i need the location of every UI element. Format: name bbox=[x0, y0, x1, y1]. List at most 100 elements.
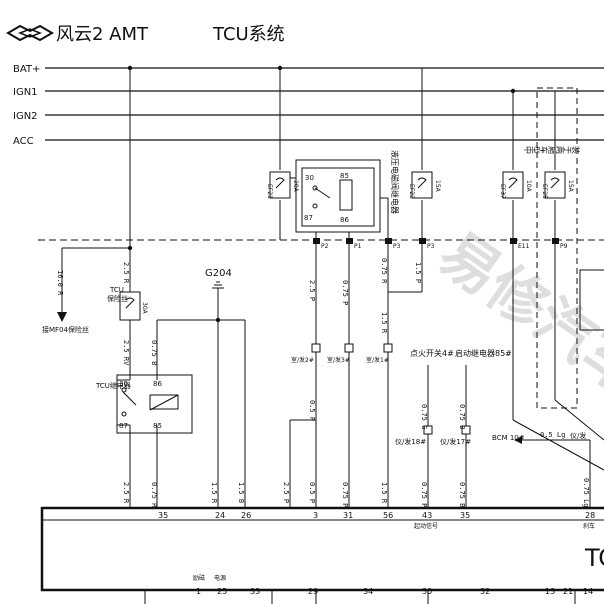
pin-p3b: P3 bbox=[427, 243, 435, 250]
label-start-relay: 启动继电器85# bbox=[455, 348, 512, 358]
fuse-ef22-rating: 15A bbox=[434, 180, 441, 193]
label-inst-a: 仪/发18# bbox=[395, 437, 426, 446]
fuse-ef25-rating: 15A bbox=[567, 180, 574, 193]
wire-code-16: 0.75 R bbox=[150, 482, 158, 508]
wire-code-7: 0.75 R bbox=[380, 258, 388, 284]
wire-code-17: 0.75 Lg bbox=[582, 478, 590, 508]
wire-code-14: 1.5 R bbox=[210, 482, 218, 504]
relay-hyd-pin-30: 30 bbox=[305, 174, 314, 182]
pin-bot-8: 13 bbox=[545, 587, 555, 596]
pin-top-8: 35 bbox=[460, 511, 470, 520]
pin-bot-6: 30 bbox=[422, 587, 432, 596]
fuse-ef21-name: EF21 bbox=[266, 184, 273, 199]
pin-bot-7: 32 bbox=[480, 587, 490, 596]
power-rails bbox=[45, 67, 604, 141]
fuse-box-pins bbox=[313, 238, 559, 244]
optional-equipment-box bbox=[536, 87, 578, 409]
conn-small-b: 电源 bbox=[214, 574, 226, 582]
wire-code-22: 1.5 R bbox=[380, 482, 388, 504]
fuse-ef37 bbox=[502, 171, 524, 199]
label-bcm: BCM 10# bbox=[492, 434, 525, 442]
pin-top-6: 56 bbox=[383, 511, 393, 520]
wire-code-15: 1.5 B bbox=[237, 482, 245, 503]
connector-label-c: 室/发1# bbox=[366, 356, 389, 364]
pin-bot-9: 21 bbox=[563, 587, 573, 596]
relay-tcu-pin-85: 85 bbox=[153, 422, 162, 430]
pin-bot-5: 34 bbox=[363, 587, 373, 596]
fuse-ef37-name: EF37 bbox=[499, 184, 506, 199]
header: 风云2 AMT TCU系统 bbox=[6, 24, 285, 45]
relay-tcu-pin-86: 86 bbox=[153, 380, 162, 388]
rail-label-acc: ACC bbox=[13, 136, 34, 147]
pin-top-1: 35 bbox=[158, 511, 168, 520]
pin-p1: P1 bbox=[354, 243, 362, 250]
wire-codes: 16.0 R 2.5 R 2.5 RV 0.75 B 2.5 P 0.75 P … bbox=[56, 258, 590, 508]
rail-label-ign2: IGN2 bbox=[13, 111, 38, 122]
pin-top-3: 26 bbox=[241, 511, 251, 520]
connector-label-a: 室/发2# bbox=[291, 356, 314, 364]
relay-tcu-pin-30: 30 bbox=[119, 380, 128, 388]
relay-hyd-pin-87: 87 bbox=[304, 214, 313, 222]
wire-code-20: 0.5 P bbox=[308, 482, 316, 503]
pin-bot-2: 25 bbox=[217, 587, 227, 596]
side-note: 装于两厢车型中 bbox=[523, 146, 581, 155]
connector-pins-top: 35 24 26 3 31 56 43 35 28 bbox=[158, 511, 595, 520]
wire-code-6: 0.75 P bbox=[341, 280, 349, 305]
fuse-ef37-rating: 10A bbox=[525, 180, 532, 193]
pin-p3a: P3 bbox=[393, 243, 401, 250]
fuse-ef22-name: EF22 bbox=[408, 184, 415, 199]
header-system: TCU系统 bbox=[212, 24, 285, 45]
pin-bot-4: 29 bbox=[308, 587, 318, 596]
relay-hyd-pin-86: 86 bbox=[340, 216, 349, 224]
label-ign-switch: 点火开关4# bbox=[410, 348, 454, 358]
wire-code-2: 2.5 R bbox=[122, 262, 130, 284]
label-to-mf04: 接MF04保险丝 bbox=[42, 325, 89, 334]
bcm-arrow-icon bbox=[514, 436, 522, 444]
conn-small-a: 励磁 bbox=[193, 574, 205, 582]
fuse-ef25 bbox=[544, 171, 566, 199]
label-inst-b: 仪/发17# bbox=[440, 437, 471, 446]
wire-code-5: 2.5 P bbox=[308, 280, 316, 301]
wire-code-23: 0.75 P bbox=[420, 482, 428, 507]
pin-top-2: 24 bbox=[215, 511, 225, 520]
pin-top-5: 31 bbox=[343, 511, 353, 520]
wire-code-21: 0.75 P bbox=[341, 482, 349, 507]
label-inst-c: 仪/发 bbox=[570, 431, 586, 440]
pin-p9: P9 bbox=[560, 243, 568, 250]
rail-label-bat: BAT+ bbox=[13, 64, 40, 75]
fuse-ef25-name: EF25 bbox=[541, 184, 548, 199]
wire-code-24: 0.75 B bbox=[458, 482, 466, 507]
tcu-unit-label: TCU bbox=[584, 544, 604, 572]
ground-label: G204 bbox=[205, 268, 232, 279]
fuse-ef21 bbox=[269, 171, 291, 199]
pin-bot-3: 33 bbox=[250, 587, 260, 596]
connector-label-b: 室/发3# bbox=[327, 356, 350, 364]
relay-tcu-pin-87: 87 bbox=[119, 422, 128, 430]
mf04-arrow-icon bbox=[57, 312, 67, 322]
wire-code-1: 16.0 R bbox=[56, 270, 64, 296]
fuse-tcu-name: TCU bbox=[109, 286, 124, 294]
wire-code-3: 2.5 RV bbox=[122, 340, 130, 366]
conn-small-d: 刹车 bbox=[583, 522, 595, 530]
wire-code-8: 1.5 P bbox=[414, 262, 422, 283]
fuse-tcu-desc: 保险丝 bbox=[107, 294, 128, 303]
relay-tcu bbox=[116, 374, 193, 434]
relay-hydraulic-label: 液压电磁阀继电器 bbox=[390, 150, 400, 214]
relay-tcu-label: TCU继电器 bbox=[95, 381, 131, 390]
fuse-ef22 bbox=[411, 171, 433, 199]
wire-code-19: 2.5 P bbox=[282, 482, 290, 503]
relay-hyd-pin-85: 85 bbox=[340, 172, 349, 180]
pin-top-9: 28 bbox=[585, 511, 595, 520]
wire-code-11: 0.75 G bbox=[420, 404, 428, 429]
wire-code-13: 0.5 Lg bbox=[540, 431, 565, 439]
fuse-tcu-rating: 30A bbox=[141, 302, 148, 315]
pin-p2: P2 bbox=[321, 243, 329, 250]
tcu-connector-block bbox=[40, 269, 604, 592]
connector-pins-bottom: 1 25 33 29 34 30 32 13 21 14 bbox=[196, 587, 593, 596]
wire-code-4: 0.75 B bbox=[150, 340, 158, 365]
relay-hydraulic bbox=[295, 159, 389, 240]
inline-connectors bbox=[311, 343, 471, 435]
chery-logo-icon bbox=[6, 24, 54, 42]
conn-small-c: 起动信号 bbox=[414, 522, 438, 530]
